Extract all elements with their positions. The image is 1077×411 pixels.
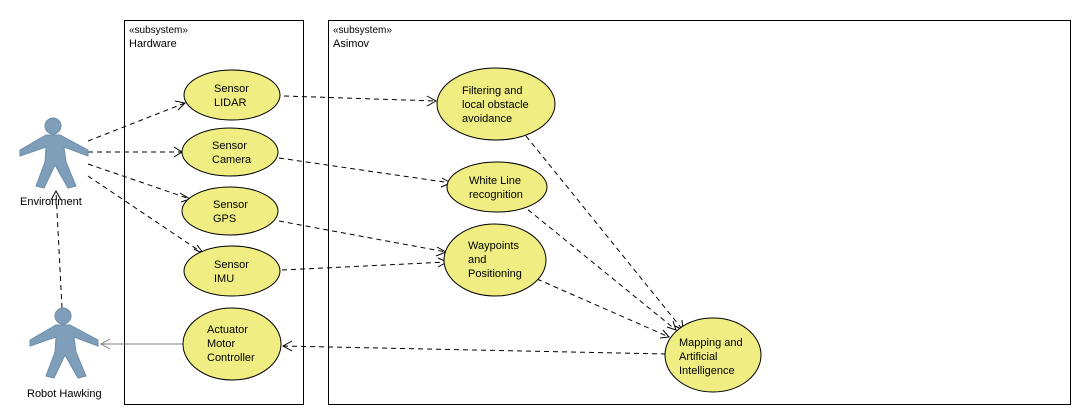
arrowhead-lidar-filtering xyxy=(426,95,438,107)
actor-robot-name: Robot Hawking xyxy=(27,388,102,400)
subsystem-hardware-name: Hardware xyxy=(129,38,177,50)
use-case-filtering[interactable]: Filtering and local obstacle avoidance xyxy=(436,67,556,141)
use-case-imu[interactable]: Sensor IMU xyxy=(183,245,281,297)
subsystem-asimov-stereotype: «subsystem» xyxy=(333,25,392,36)
robot-actor-icon xyxy=(29,307,99,379)
use-case-gps-label: Sensor GPS xyxy=(213,199,251,225)
use-case-filtering-label: Filtering and local obstacle avoidance xyxy=(462,85,532,125)
use-case-gps[interactable]: Sensor GPS xyxy=(181,186,279,236)
dep-lidar-filtering xyxy=(283,95,437,102)
use-case-whiteline-label: White Line recognition xyxy=(469,175,524,201)
use-case-waypoints-label: Waypoints and Positioning xyxy=(468,240,522,280)
dep-waypoints-mapping xyxy=(536,278,670,338)
connectors xyxy=(50,95,684,355)
dep-whiteline-mapping xyxy=(520,203,677,331)
arrowhead-waypoints-mapping xyxy=(659,329,670,339)
arrowhead-environment-lidar xyxy=(174,100,187,111)
use-case-mapping-label: Mapping and Artificial Intelligence xyxy=(679,337,746,377)
use-case-camera[interactable]: Sensor Camera xyxy=(181,127,279,177)
actor-environment-name: Environment xyxy=(20,196,82,208)
dep-imu-waypoints xyxy=(281,261,448,271)
use-case-whiteline[interactable]: White Line recognition xyxy=(446,161,548,213)
environment-actor-icon xyxy=(19,117,89,189)
use-case-mapping[interactable]: Mapping and Artificial Intelligence xyxy=(664,317,762,393)
arrowhead-robot-environment xyxy=(50,189,62,201)
use-case-camera-label: Sensor Camera xyxy=(212,140,252,166)
subsystem-hardware-stereotype: «subsystem» xyxy=(129,25,188,36)
arrowhead-whiteline-mapping xyxy=(666,320,677,331)
dep-mapping-actuator xyxy=(282,345,667,355)
arrowhead-actuator-robot xyxy=(99,338,111,350)
use-case-lidar-label: Sensor LIDAR xyxy=(214,83,252,109)
use-case-imu-label: Sensor IMU xyxy=(214,259,252,285)
arrowhead-mapping-actuator xyxy=(281,340,293,352)
dep-filtering-mapping xyxy=(525,135,684,331)
use-case-actuator-label: Actuator Motor Controller xyxy=(207,324,255,364)
use-case-waypoints[interactable]: Waypoints and Positioning xyxy=(443,223,547,297)
use-case-lidar[interactable]: Sensor LIDAR xyxy=(183,69,281,121)
use-case-actuator[interactable]: Actuator Motor Controller xyxy=(182,307,282,381)
subsystem-asimov-name: Asimov xyxy=(333,38,370,50)
actor-environment[interactable]: Environment xyxy=(19,117,89,208)
dep-robot-environment xyxy=(55,191,63,309)
dep-camera-whiteline xyxy=(278,157,452,184)
dep-gps-waypoints xyxy=(278,220,447,253)
actor-robot-hawking[interactable]: Robot Hawking xyxy=(27,307,102,400)
